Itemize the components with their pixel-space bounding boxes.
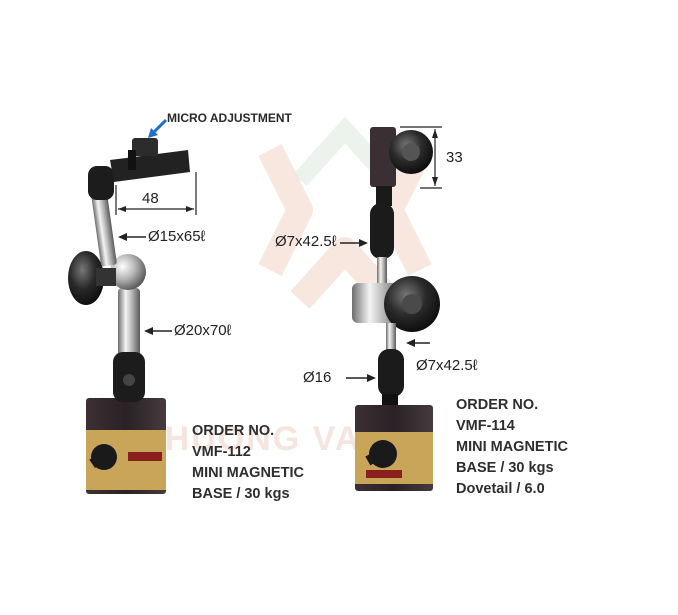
left-upper-rod: [89, 179, 117, 267]
right-description-1: MINI MAGNETIC: [456, 439, 568, 455]
dim-16-label: Ø16: [303, 369, 332, 386]
dim-48-label: 48: [142, 190, 159, 207]
dim-upper-rod-label: Ø15x65ℓ: [148, 228, 206, 245]
right-lower-rod: [378, 349, 404, 397]
left-clamp-knob: [68, 251, 104, 305]
watermark-text: PHUONG VAN: [140, 420, 388, 458]
left-middle-joint: [110, 254, 146, 290]
right-order-block: ORDER NO. VMF-114 MINI MAGNETIC BASE / 3…: [456, 395, 568, 500]
dim-upper-rod-right-label: Ø7x42.5ℓ: [275, 233, 337, 250]
left-order-block: ORDER NO. VMF-112 MINI MAGNETIC BASE / 3…: [192, 421, 304, 505]
right-order-no-label: ORDER NO.: [456, 397, 539, 413]
right-upper-rod: [370, 203, 394, 259]
dim-lower-rod-right-label: Ø7x42.5ℓ: [416, 357, 478, 374]
micro-adjustment-label: MICRO ADJUSTMENT: [167, 111, 292, 125]
left-description-2: BASE / 30 kgs: [192, 486, 290, 502]
dim-33-label: 33: [446, 149, 463, 166]
right-description-3: Dovetail / 6.0: [456, 481, 545, 497]
right-model-number: VMF-114: [456, 418, 515, 434]
right-description-2: BASE / 30 kgs: [456, 460, 554, 476]
left-order-no-label: ORDER NO.: [192, 423, 275, 439]
dim-lower-rod-label: Ø20x70ℓ: [174, 322, 232, 339]
right-top-holder: [370, 127, 396, 187]
left-description-1: MINI MAGNETIC: [192, 465, 304, 481]
left-model-number: VMF-112: [192, 444, 251, 460]
